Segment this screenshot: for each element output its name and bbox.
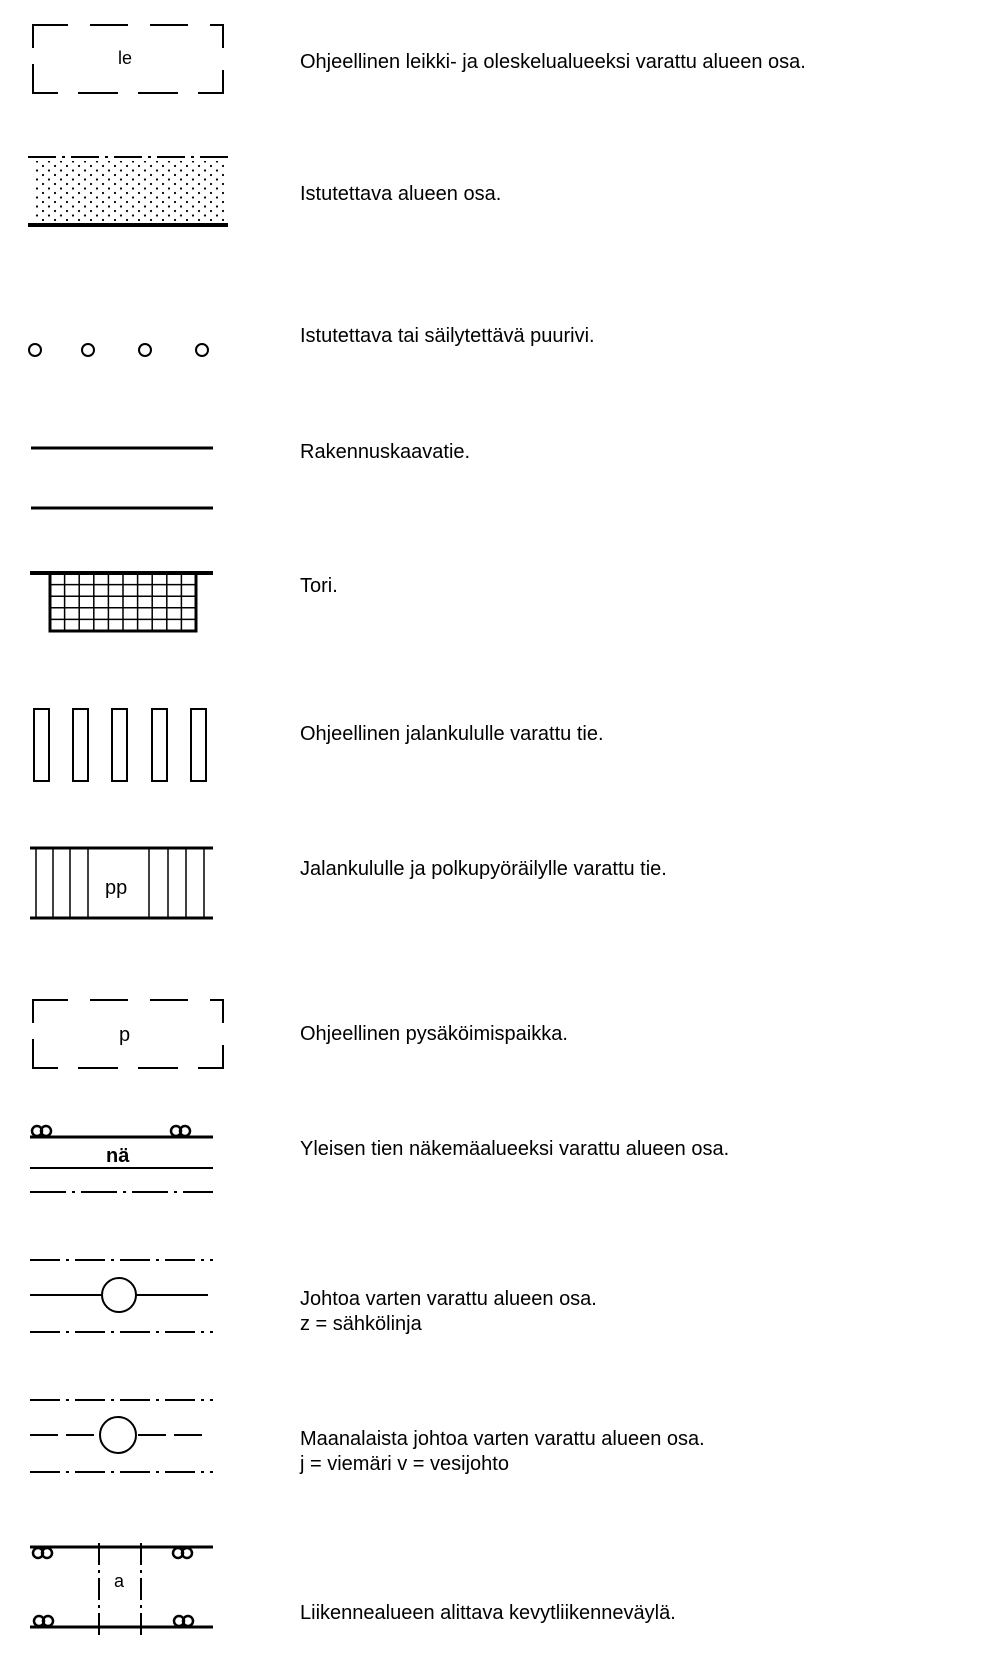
legend-text: Ohjeellinen leikki- ja oleskelualueeksi … xyxy=(300,51,806,73)
legend-text: Yleisen tien näkemäalueeksi varattu alue… xyxy=(300,1138,730,1160)
legend-text: Istutettava tai säilytettävä puurivi. xyxy=(300,325,595,347)
tree-icon xyxy=(138,343,152,357)
symbol-label: p xyxy=(119,1024,130,1046)
legend-text: Istutettava alueen osa. xyxy=(300,183,502,205)
tree-icon xyxy=(41,1614,55,1628)
legend-text: Jalankululle ja polkupyöräilylle varattu… xyxy=(300,858,667,880)
legend-row-maanalainen-johto: Maanalaista johtoa varten varattu alueen… xyxy=(0,1395,992,1495)
pedestrian-cycle-way-symbol: pp xyxy=(30,846,213,920)
tree-row-symbol xyxy=(28,343,209,357)
legend-text: Tori. xyxy=(300,575,338,597)
legend-text: Liikennealueen alittava kevytliikenneväy… xyxy=(300,1602,676,1624)
legend-text: Maanalaista johtoa varten varattu alueen… xyxy=(300,1427,705,1477)
legend-text-main: Johtoa varten varattu alueen osa. xyxy=(300,1288,597,1310)
plan-road-symbol xyxy=(31,446,213,510)
legend-text: Ohjeellinen jalankululle varattu tie. xyxy=(300,723,604,745)
legend-text-sub: j = viemäri v = vesijohto xyxy=(300,1453,509,1475)
sight-area-symbol: nä xyxy=(30,1124,213,1193)
tree-icon xyxy=(28,343,42,357)
planting-area-symbol xyxy=(28,156,228,227)
legend-row-jalankulku-polkupyora: pp Jalankululle ja polkupyöräilylle vara… xyxy=(0,835,992,920)
symbol-label: nä xyxy=(106,1145,130,1167)
legend-row-rakennuskaavatie: Rakennuskaavatie. xyxy=(0,430,992,510)
play-area-symbol: le xyxy=(32,24,224,94)
legend-row-leikki: le Ohjeellinen leikki- ja oleskelualueek… xyxy=(0,10,992,94)
legend-text-sub: z = sähkölinja xyxy=(300,1313,422,1335)
tree-icon xyxy=(181,1614,195,1628)
legend-row-pysakointi: p Ohjeellinen pysäköimispaikka. xyxy=(0,985,992,1069)
legend-text-main: Maanalaista johtoa varten varattu alueen… xyxy=(300,1428,705,1450)
legend-row-tori: Tori. xyxy=(0,560,992,640)
line-reservation-symbol xyxy=(30,1259,213,1333)
tree-icon xyxy=(81,343,95,357)
symbol-label: le xyxy=(118,48,132,68)
underpass-symbol: a xyxy=(30,1543,213,1639)
parking-symbol: p xyxy=(32,999,224,1069)
symbol-label: a xyxy=(114,1571,125,1591)
legend-text: Rakennuskaavatie. xyxy=(300,441,471,463)
legend-row-istutettava-alue: Istutettava alueen osa. xyxy=(0,140,992,230)
legend-row-jalankulku: Ohjeellinen jalankululle varattu tie. xyxy=(0,700,992,790)
symbol-label: pp xyxy=(105,877,127,899)
market-square-symbol xyxy=(30,571,213,633)
legend-row-puurivi: Istutettava tai säilytettävä puurivi. xyxy=(0,310,992,357)
legend-row-johto: Johtoa varten varattu alueen osa. z = sä… xyxy=(0,1255,992,1355)
tree-icon xyxy=(180,1546,194,1560)
tree-icon xyxy=(40,1546,54,1560)
tree-icon xyxy=(195,343,209,357)
legend-text: Ohjeellinen pysäköimispaikka. xyxy=(300,1023,568,1045)
underground-line-symbol xyxy=(30,1399,213,1473)
legend-text: Johtoa varten varattu alueen osa. z = sä… xyxy=(300,1287,597,1337)
legend-row-nakemaalue: nä Yleisen tien näkemäalueeksi varattu a… xyxy=(0,1115,992,1195)
legend-row-kevytliikenne: a Liikennealueen alittava kevytliikennev… xyxy=(0,1543,992,1643)
pedestrian-way-symbol xyxy=(33,708,207,782)
